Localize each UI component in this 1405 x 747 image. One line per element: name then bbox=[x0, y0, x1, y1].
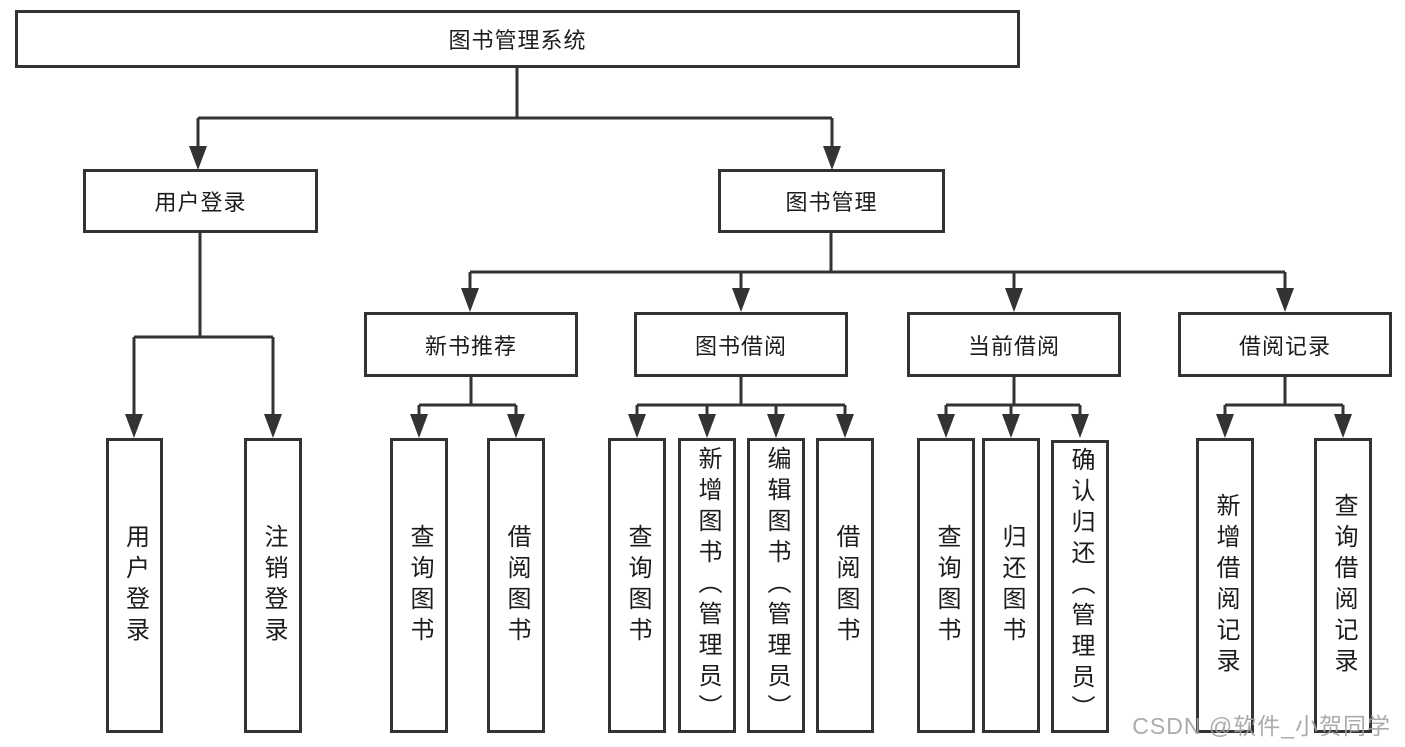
arrowhead bbox=[732, 288, 750, 312]
leaf-borrow-books-borrowing: 借阅图书 bbox=[816, 438, 874, 733]
watermark-text: CSDN @软件_小贺同学 bbox=[1132, 713, 1391, 739]
arrowhead bbox=[461, 288, 479, 312]
connector-root bbox=[189, 68, 841, 170]
connector-current-borrowing bbox=[937, 377, 1089, 438]
node-user-login: 用户登录 bbox=[83, 169, 318, 233]
arrowhead bbox=[1005, 288, 1023, 312]
node-book-borrowing: 图书借阅 bbox=[634, 312, 848, 377]
leaf-add-borrow-record: 新增借阅记录 bbox=[1196, 438, 1254, 733]
leaf-edit-books-admin: 编辑图书（管理员） bbox=[747, 438, 805, 733]
leaf-logout-login: 注销登录 bbox=[244, 438, 302, 733]
node-current-borrowing: 当前借阅 bbox=[907, 312, 1121, 377]
connector-new-book-recommend bbox=[410, 377, 525, 438]
node-book-management: 图书管理 bbox=[718, 169, 945, 233]
leaf-query-borrow-record: 查询借阅记录 bbox=[1314, 438, 1372, 733]
arrowhead bbox=[1216, 414, 1234, 438]
arrowhead bbox=[1071, 414, 1089, 438]
arrowhead bbox=[767, 414, 785, 438]
leaf-query-books-current: 查询图书 bbox=[917, 438, 975, 733]
leaf-borrow-books-recommend: 借阅图书 bbox=[487, 438, 545, 733]
arrowhead bbox=[1334, 414, 1352, 438]
arrowhead bbox=[628, 414, 646, 438]
leaf-confirm-return-admin: 确认归还（管理员） bbox=[1051, 440, 1109, 733]
node-borrowing-records: 借阅记录 bbox=[1178, 312, 1392, 377]
connector-book-borrowing bbox=[628, 377, 854, 438]
arrowhead bbox=[1002, 414, 1020, 438]
arrowhead bbox=[189, 146, 207, 170]
connector-user-login bbox=[125, 233, 282, 438]
arrowhead bbox=[1276, 288, 1294, 312]
arrowhead bbox=[823, 146, 841, 170]
arrowhead bbox=[125, 414, 143, 438]
leaf-add-books-admin: 新增图书（管理员） bbox=[678, 438, 736, 733]
node-root: 图书管理系统 bbox=[15, 10, 1020, 68]
arrowhead bbox=[410, 414, 428, 438]
arrowhead bbox=[836, 414, 854, 438]
leaf-return-books: 归还图书 bbox=[982, 438, 1040, 733]
arrowhead bbox=[264, 414, 282, 438]
arrowhead bbox=[698, 414, 716, 438]
connector-book-management bbox=[461, 233, 1294, 312]
node-new-book-recommend: 新书推荐 bbox=[364, 312, 578, 377]
arrowhead bbox=[507, 414, 525, 438]
leaf-query-books-recommend: 查询图书 bbox=[390, 438, 448, 733]
leaf-user-login: 用户登录 bbox=[106, 438, 163, 733]
leaf-query-books-borrowing: 查询图书 bbox=[608, 438, 666, 733]
connector-borrowing-records bbox=[1216, 377, 1352, 438]
arrowhead bbox=[937, 414, 955, 438]
